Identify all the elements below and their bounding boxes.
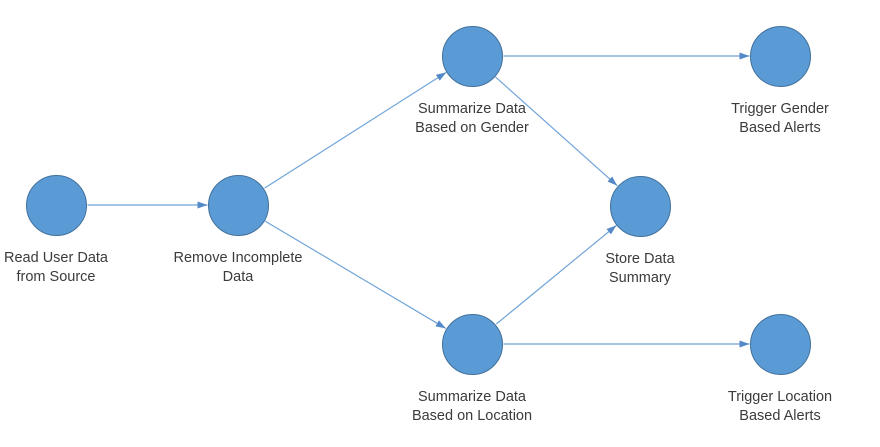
node-label-summarize-gender: Summarize Data Based on Gender: [415, 101, 529, 136]
edge-summarize-location-to-store-summary: [495, 224, 617, 325]
node-circle-remove-incomplete[interactable]: [207, 174, 269, 236]
node-circle-summarize-gender[interactable]: [441, 25, 503, 87]
node-circle-summarize-location[interactable]: [441, 313, 503, 375]
node-label-summarize-location: Summarize Data Based on Location: [411, 389, 533, 424]
node-circle-trigger-gender[interactable]: [749, 25, 811, 87]
node-label-read-user-data: Read User Data from Source: [4, 250, 108, 285]
edge-summarize-gender-to-store-summary: [495, 76, 618, 187]
edge-remove-incomplete-to-summarize-gender: [264, 71, 447, 189]
node-circle-read-user-data[interactable]: [25, 174, 87, 236]
edges-group: [87, 52, 750, 348]
node-label-store-summary: Store Data Summary: [605, 251, 675, 286]
node-label-trigger-gender: Trigger Gender Based Alerts: [731, 101, 829, 136]
node-label-remove-incomplete: Remove Incomplete Data: [173, 250, 303, 285]
edge-remove-incomplete-to-summarize-location: [264, 220, 447, 329]
node-circle-store-summary[interactable]: [609, 175, 671, 237]
node-label-trigger-location: Trigger Location Based Alerts: [727, 389, 833, 424]
node-circle-trigger-location[interactable]: [749, 313, 811, 375]
